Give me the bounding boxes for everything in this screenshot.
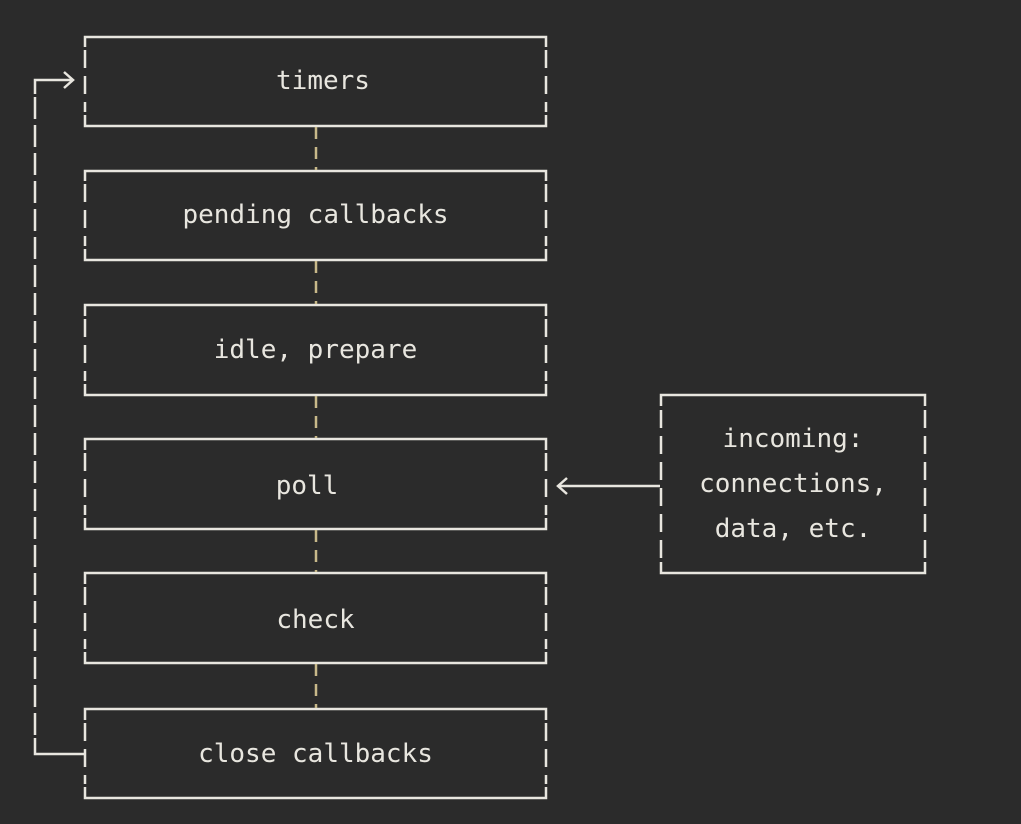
box-check-outline — [83, 571, 548, 665]
loop-arrow-head — [63, 71, 75, 89]
incoming-line-1: incoming: — [722, 424, 864, 454]
phase-label-check: check — [276, 605, 355, 635]
box-timers-sides — [83, 50, 548, 112]
box-close-outline — [83, 707, 548, 800]
incoming-line-2: connections, — [699, 469, 887, 499]
box-idle-outline — [83, 303, 548, 397]
box-pending-outline — [83, 169, 548, 262]
phase-label-timers: timers — [276, 66, 370, 96]
loop-back-bottom — [33, 738, 84, 756]
box-idle-sides — [83, 319, 548, 381]
loop-back-line — [33, 71, 84, 756]
phase-label-idle-prepare: idle, prepare — [213, 335, 418, 365]
incoming-arrow — [556, 477, 660, 495]
box-check-sides — [83, 587, 548, 649]
box-poll-sides — [83, 453, 548, 515]
incoming-text: incoming: connections, data, etc. — [661, 417, 925, 552]
phase-label-poll: poll — [275, 471, 339, 501]
box-close-sides — [83, 723, 548, 784]
phase-label-pending-callbacks: pending callbacks — [182, 200, 449, 230]
incoming-arrow-head — [556, 477, 568, 495]
phase-label-close-callbacks: close callbacks — [198, 739, 433, 769]
box-timers-outline — [83, 35, 548, 128]
box-poll-outline — [83, 437, 548, 531]
incoming-line-3: data, etc. — [714, 514, 872, 544]
phase-boxes — [83, 35, 927, 800]
box-pending-sides — [83, 184, 548, 246]
loop-back-top — [33, 78, 72, 94]
box-incoming-outline — [659, 393, 927, 575]
